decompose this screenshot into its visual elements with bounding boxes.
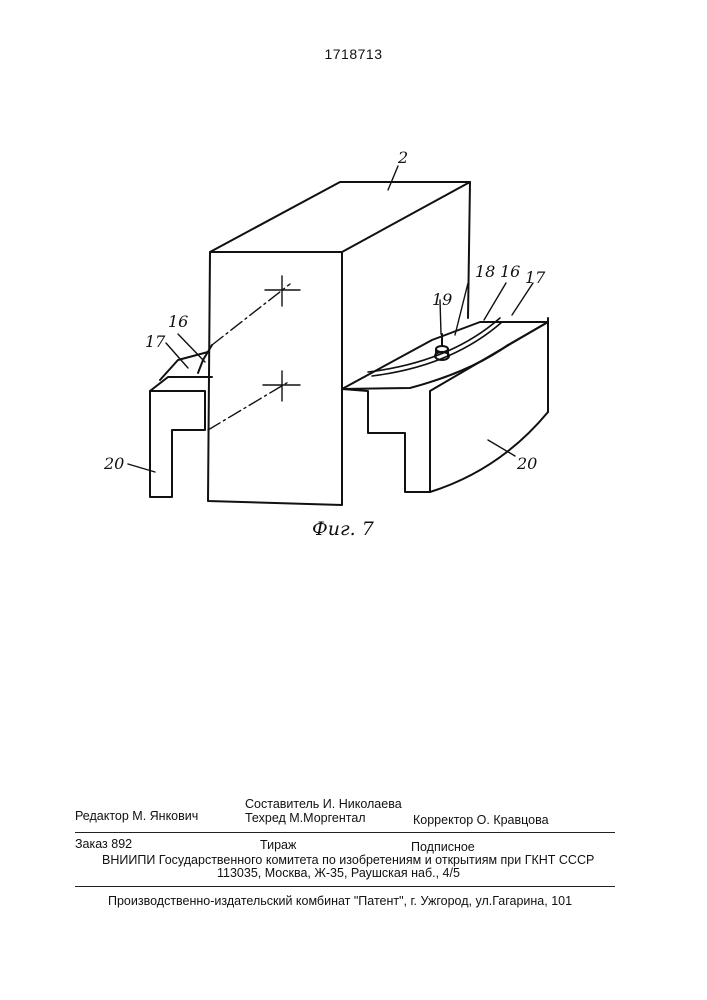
imprint-divider-top [75, 832, 615, 833]
callout-left-16: 16 [168, 312, 188, 331]
left-base-top [150, 377, 212, 391]
callout-right-19: 19 [432, 290, 452, 309]
imprint-printer: Производственно-издательский комбинат "П… [108, 894, 572, 908]
imprint-divider-bottom [75, 886, 615, 887]
callout-right-20: 20 [516, 454, 537, 473]
main-block-side [468, 182, 470, 318]
callout-right-18: 18 [475, 262, 495, 281]
callout-left-17: 17 [145, 332, 166, 351]
imprint-techred: Техред М.Моргентал [245, 811, 366, 825]
callout-right-16: 16 [500, 262, 520, 281]
imprint-corrector: Корректор О. Кравцова [413, 813, 549, 827]
imprint-subscription: Подписное [411, 840, 475, 854]
callout-right-17: 17 [525, 268, 546, 287]
main-block-top [210, 182, 470, 252]
imprint-institute: ВНИИПИ Государственного комитета по изоб… [102, 853, 594, 867]
imprint-order: Заказ 892 [75, 837, 132, 851]
left-base-block [150, 391, 205, 497]
imprint-compiler: Составитель И. Николаева [245, 797, 402, 811]
callout-left-20: 20 [103, 454, 124, 473]
right-guide-plate-17 [342, 318, 548, 389]
axis-line-lower [208, 381, 290, 430]
figure-caption: Фиг. 7 [312, 518, 374, 540]
callout-2: 2 [397, 148, 408, 167]
imprint-editor: Редактор М. Янкович [75, 809, 198, 823]
imprint-circulation: Тираж [260, 838, 296, 852]
imprint-address: 113035, Москва, Ж-35, Раушская наб., 4/5 [217, 866, 460, 880]
axis-line-upper [212, 284, 290, 345]
figure-7-drawing: 2 16 17 20 18 16 17 19 20 [0, 0, 707, 560]
right-plate-edge [342, 322, 548, 389]
